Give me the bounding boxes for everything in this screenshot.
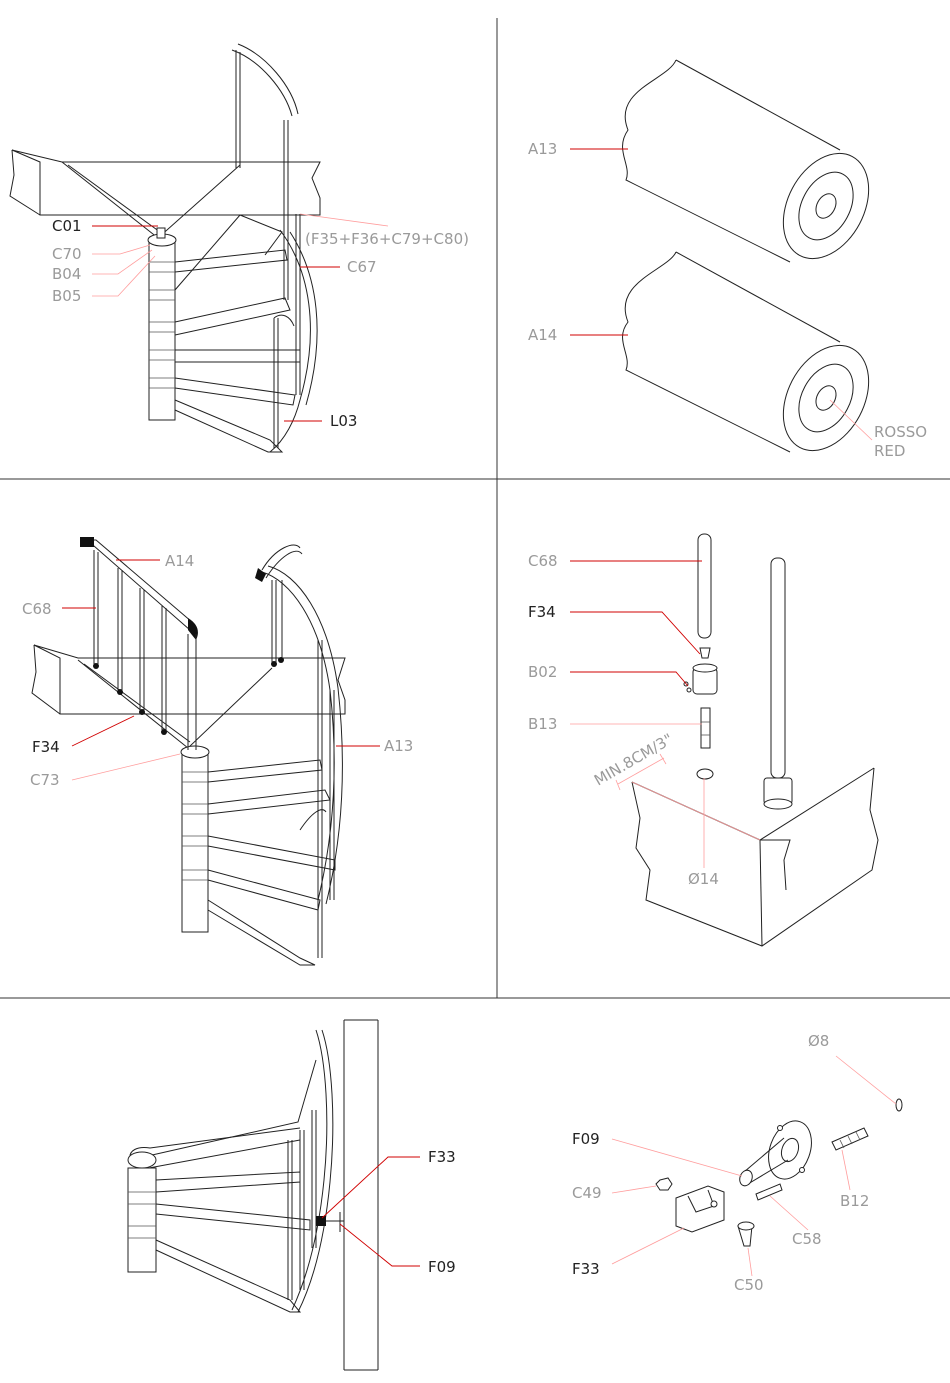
label-c01: C01 <box>52 217 82 235</box>
label-b05: B05 <box>52 287 81 305</box>
label-a13-top: A13 <box>528 140 557 158</box>
panel-wall-fixing: F33 F09 <box>128 1020 456 1370</box>
label-f34-right: F34 <box>528 603 556 621</box>
label-red: RED <box>874 442 905 460</box>
label-b13: B13 <box>528 715 557 733</box>
label-dia8: Ø8 <box>808 1032 829 1050</box>
label-dia14: Ø14 <box>688 870 719 888</box>
panel-dividers <box>0 18 950 998</box>
label-c70: C70 <box>52 245 82 263</box>
panel-bracket-parts: Ø8 F09 C49 C58 B12 C50 F33 <box>572 1032 902 1294</box>
label-c58: C58 <box>792 1230 822 1248</box>
label-f34-left: F34 <box>32 738 60 756</box>
label-rosso: ROSSO <box>874 423 927 441</box>
panel-stair-rails: A14 C68 F34 C73 A13 <box>22 537 413 965</box>
label-a14-top: A14 <box>528 326 557 344</box>
label-f33-right: F33 <box>572 1260 600 1278</box>
label-f33-left: F33 <box>428 1148 456 1166</box>
label-b04: B04 <box>52 265 81 283</box>
label-c50: C50 <box>734 1276 764 1294</box>
label-a14-mid: A14 <box>165 552 194 570</box>
label-b02: B02 <box>528 663 557 681</box>
label-a13-mid: A13 <box>384 737 413 755</box>
label-c67: C67 <box>347 258 377 276</box>
label-l03: L03 <box>330 412 357 430</box>
label-c49: C49 <box>572 1184 602 1202</box>
label-c73: C73 <box>30 771 60 789</box>
label-f09-right: F09 <box>572 1130 600 1148</box>
label-c68-right: C68 <box>528 552 558 570</box>
label-b12: B12 <box>840 1192 869 1210</box>
label-c68-left: C68 <box>22 600 52 618</box>
panel-rail-tubes: A13 A14 ROSSO RED <box>528 60 927 465</box>
label-f09-left: F09 <box>428 1258 456 1276</box>
label-f35-group: (F35+F36+C79+C80) <box>305 230 469 248</box>
panel-stair-top-view: C01 C70 B04 B05 (F35+F36+C79+C80) C67 L0… <box>10 44 469 452</box>
panel-baluster-fixing: C68 F34 B02 B13 MIN.8CM/3" Ø14 <box>528 534 878 946</box>
